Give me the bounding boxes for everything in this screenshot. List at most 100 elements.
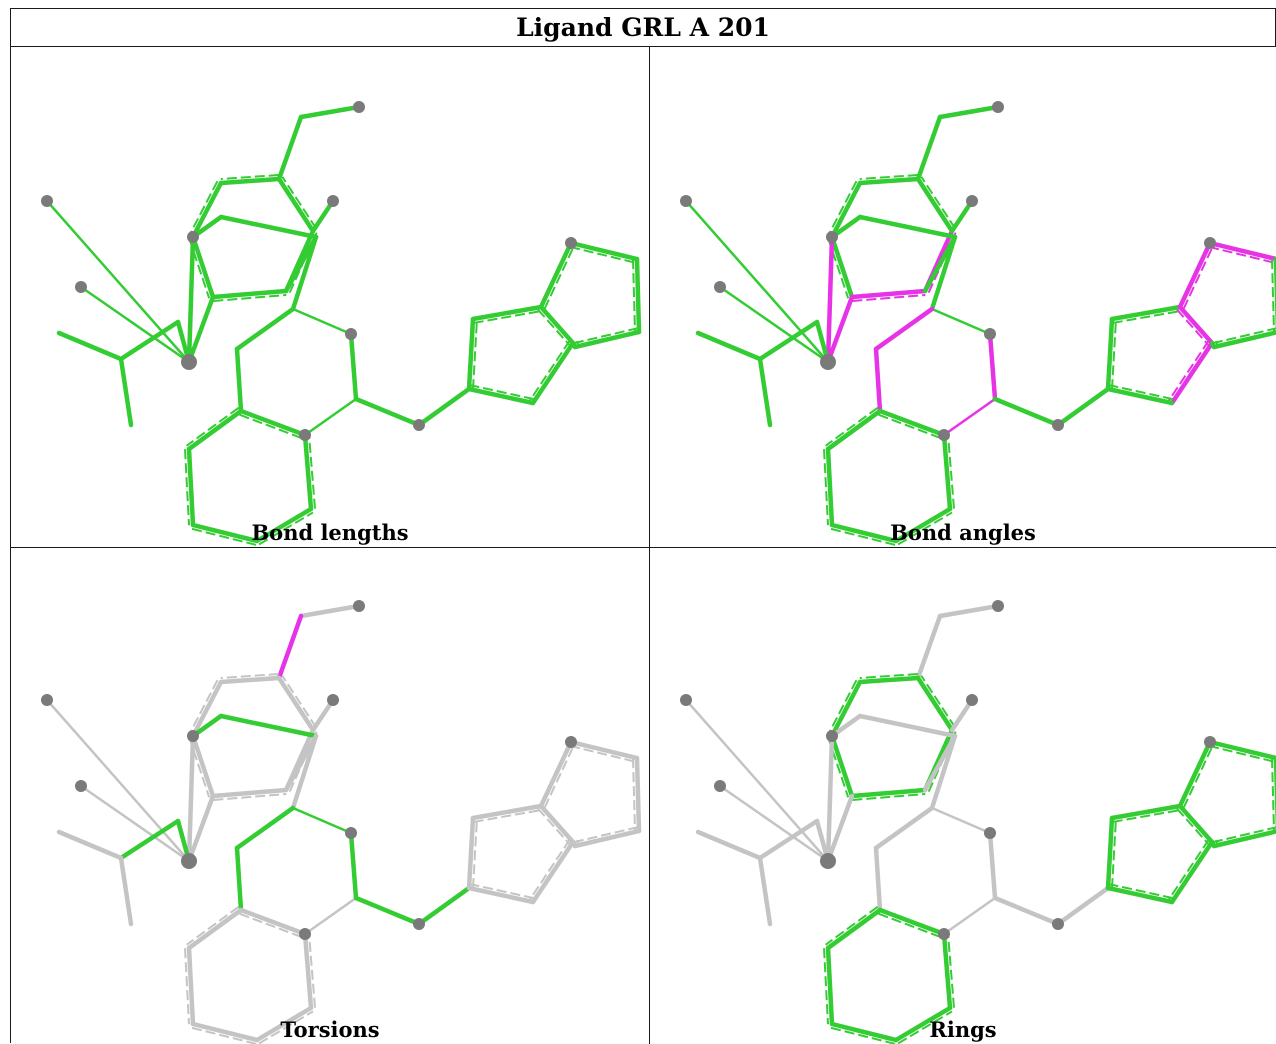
bond-h6-h1 (915, 675, 955, 733)
panel-label-bond-lengths: Bond lengths (251, 520, 409, 545)
bond-h6a-h1a (1105, 885, 1175, 905)
bond-h2a-h3a-aromatic (1112, 309, 1181, 324)
atom-h3 (187, 730, 199, 742)
bond-h6a-h1a-aromatic (1108, 883, 1174, 900)
atom-xM (714, 780, 726, 792)
bond-h3a-h4a (538, 304, 576, 346)
bond-td-h4a (570, 340, 578, 350)
bond-td-h4a (1209, 839, 1217, 849)
atom-rc (966, 195, 978, 207)
bond-b2-b3-aromatic (184, 449, 191, 526)
molecule-rings (680, 600, 1276, 1044)
bond-b2-b3 (186, 945, 196, 1027)
atom-h3 (826, 730, 838, 742)
bond-ta-tb-aromatic (1208, 744, 1276, 763)
bond-b3-b4-aromatic (830, 527, 896, 546)
bond-tc-td-aromatic (1212, 327, 1276, 345)
bond-xP-iso (757, 818, 820, 861)
bond-h3-h4-aromatic (827, 736, 850, 798)
bond-b3-b4-aromatic (191, 527, 257, 546)
atom-h3 (187, 231, 199, 243)
panel-rings: Rings (650, 548, 1276, 1044)
bond-ob-xM (718, 285, 830, 364)
atom-xL (680, 694, 692, 706)
bond-h4-h5 (210, 288, 289, 300)
bond-cl-cb (873, 845, 883, 913)
bond-h3a-ta-aromatic (543, 244, 576, 310)
atom-ob (820, 853, 836, 869)
validation-figure: Ligand GRL A 201 Bond lengths Bond angle… (10, 8, 1276, 1044)
bond-cb-pa (238, 408, 308, 438)
bond-td-h4a (1209, 340, 1217, 350)
bond-tb-tc-aromatic (632, 259, 637, 333)
atom-pc (984, 827, 996, 839)
bond-cb-b2 (825, 408, 883, 452)
bond-iso-iD (757, 356, 773, 428)
panel-torsions: Torsions (11, 548, 650, 1044)
bond-tc-td (1211, 330, 1276, 350)
atom-rc (327, 694, 339, 706)
bond-h3-h4 (190, 733, 216, 799)
bond-cl-cb (234, 346, 244, 414)
bond-tc-td (572, 828, 642, 849)
bond-h1a-h2a (1105, 815, 1115, 891)
figure-title: Ligand GRL A 201 (11, 9, 1276, 47)
molecule-torsions (41, 600, 642, 1044)
bond-ta-tb-aromatic (569, 744, 637, 763)
atom-ta (565, 237, 577, 249)
bond-h3a-h4a (1177, 803, 1215, 845)
bond-u-h1 (915, 613, 943, 681)
bond-cb-pa (238, 907, 308, 937)
bond-b5-pa (302, 432, 314, 512)
bond-h2a-h3a-aromatic (473, 808, 542, 823)
bond-ct-cl (234, 805, 296, 851)
bond-h1a-h2a-aromatic (471, 319, 478, 390)
bond-cb-pa-aromatic (878, 912, 943, 939)
bond-mL-mR (857, 713, 958, 739)
bond-cr-lk (353, 396, 422, 428)
bond-b3-b4 (829, 1021, 899, 1043)
bond-cb-b2-aromatic (186, 905, 240, 946)
bond-ob-xL (684, 698, 830, 863)
panel-label-rings: Rings (929, 1017, 997, 1042)
bond-b5-pa-aromatic (307, 933, 316, 1008)
bond-tb-tc (634, 755, 642, 834)
bond-rc-h6 (310, 198, 336, 234)
bond-h3a-ta (1177, 240, 1213, 310)
atom-lk (1052, 918, 1064, 930)
atom-ta (1204, 237, 1216, 249)
bond-cb-b2 (186, 907, 244, 951)
bond-ob-xM (79, 784, 191, 863)
bond-td-h4a (570, 839, 578, 849)
bond-cb-pa-aromatic (878, 413, 943, 440)
bond-h3a-ta (1177, 739, 1213, 809)
bond-h3a-h4a-aromatic (537, 807, 571, 846)
bond-cr-pa (942, 397, 997, 437)
bond-rc-h6 (949, 198, 975, 234)
bond-h2-h3 (829, 679, 863, 739)
bond-h6a-h1a-aromatic (469, 384, 535, 401)
bond-b3-b4-aromatic (191, 1026, 257, 1044)
atom-pa (299, 928, 311, 940)
atom-pa (938, 928, 950, 940)
atom-rc (327, 195, 339, 207)
bond-h4-h5-aromatic (852, 293, 926, 302)
bond-b4-b5-aromatic (258, 1010, 314, 1044)
bond-lk-h1a (416, 885, 472, 927)
bond-ct-pc (930, 806, 992, 835)
bond-h2a-h3a (470, 304, 544, 322)
bond-cb-b2-aromatic (825, 905, 879, 946)
bond-cl-cb (873, 346, 883, 414)
bond-cb-pa-aromatic (239, 912, 304, 939)
bond-rc-h6 (310, 697, 336, 733)
bond-mL-mR (218, 713, 319, 739)
bond-cr-pa (303, 397, 358, 437)
bond-iso-iL (695, 829, 763, 861)
bond-tc-td-aromatic (1212, 826, 1276, 844)
atom-t (992, 600, 1004, 612)
bond-h4-ob (825, 294, 855, 365)
bond-h3a-h4a-aromatic (1176, 807, 1210, 846)
bond-h2-h3-aromatic (188, 679, 219, 735)
bond-h4-h5 (210, 787, 289, 799)
bond-td-h4a-aromatic (575, 340, 580, 346)
